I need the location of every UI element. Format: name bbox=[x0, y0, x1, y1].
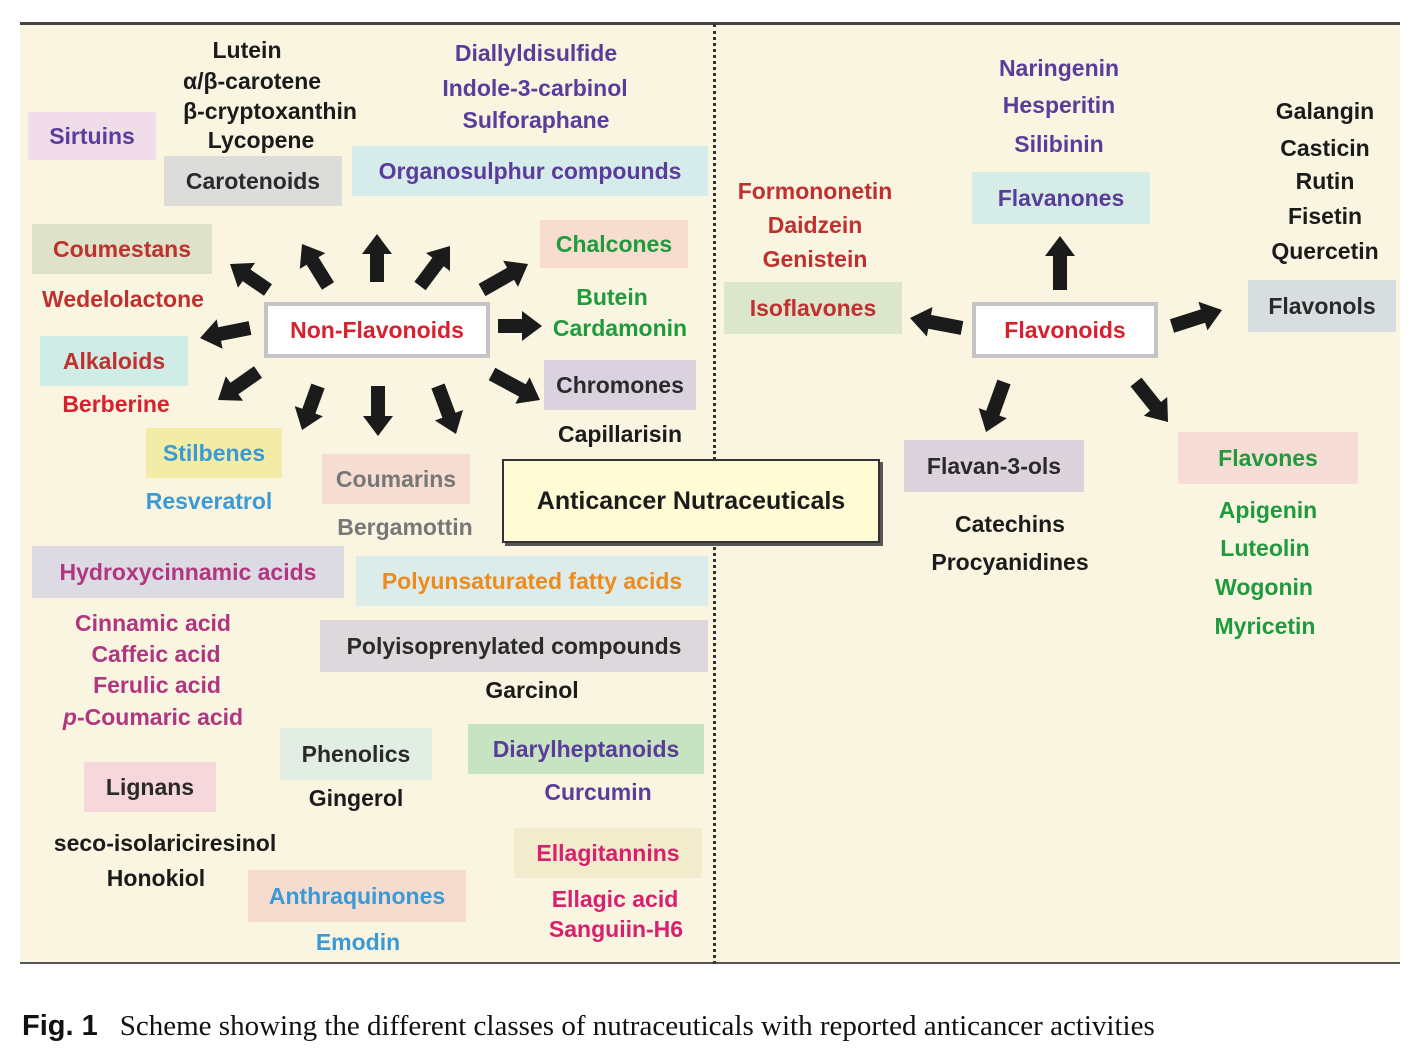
gingerol-label: Gingerol bbox=[308, 785, 404, 811]
chromones-box: Chromones bbox=[544, 360, 696, 410]
flavone-item-wogonin: Wogonin bbox=[1215, 574, 1313, 600]
arrow-to-coumarins bbox=[431, 383, 463, 434]
hydroxycinnamic-item-caffeic: Caffeic acid bbox=[91, 641, 221, 667]
arrow-to-coumestans bbox=[230, 262, 272, 296]
isoflavone-item-formononetin: Formononetin bbox=[737, 178, 893, 204]
isoflavone-item-genistein: Genistein bbox=[762, 246, 868, 272]
arrow-to-carotenoids bbox=[299, 244, 334, 290]
isoflavones-box: Isoflavones bbox=[724, 282, 902, 334]
sirtuins-box: Sirtuins bbox=[28, 112, 156, 160]
arrow-to-flavonols bbox=[1169, 301, 1222, 333]
polyunsaturated-fatty-acids-box: Polyunsaturated fatty acids bbox=[356, 556, 708, 606]
ellagitannin-item-sanguiin: Sanguiin-H6 bbox=[548, 916, 684, 942]
ellagitannin-item-ellagic: Ellagic acid bbox=[551, 886, 679, 912]
carotenoid-item-lycopene: Lycopene bbox=[207, 127, 315, 153]
flavone-item-myricetin: Myricetin bbox=[1214, 613, 1316, 639]
coumarins-box: Coumarins bbox=[322, 454, 470, 504]
flavan3ol-item-catechins: Catechins bbox=[955, 511, 1065, 537]
arrow-up bbox=[362, 234, 392, 282]
ellagitannins-box: Ellagitannins bbox=[514, 828, 702, 878]
arrow-down bbox=[363, 386, 393, 436]
wedelolactone-label: Wedelolactone bbox=[42, 286, 204, 312]
flavonol-item-fisetin: Fisetin bbox=[1287, 203, 1363, 229]
arrow-to-chalcones bbox=[478, 260, 528, 297]
flavan-3-ols-box: Flavan-3-ols bbox=[904, 440, 1084, 492]
organosulphur-box: Organosulphur compounds bbox=[352, 146, 708, 196]
flavanone-item-naringenin: Naringenin bbox=[998, 55, 1120, 81]
isoflavone-item-daidzein: Daidzein bbox=[767, 212, 863, 238]
flavonoids-hub: Flavonoids bbox=[972, 302, 1158, 358]
arrow-to-alkaloids bbox=[218, 366, 262, 401]
chalcone-item-cardamonin: Cardamonin bbox=[552, 315, 688, 341]
arrow-to-flavones bbox=[1130, 377, 1168, 422]
alkaloids-box: Alkaloids bbox=[40, 336, 188, 386]
figure-caption: Fig. 1 Scheme showing the different class… bbox=[22, 1010, 1155, 1043]
carotenoid-item-carotene: α/β-carotene bbox=[182, 68, 322, 94]
flavonol-item-casticin: Casticin bbox=[1280, 135, 1370, 161]
flavonol-item-galangin: Galangin bbox=[1275, 98, 1375, 124]
hydroxycinnamic-acids-box: Hydroxycinnamic acids bbox=[32, 546, 344, 598]
flavonols-box: Flavonols bbox=[1248, 280, 1396, 332]
flavan3ol-item-procyanidines: Procyanidines bbox=[931, 549, 1089, 575]
lignans-box: Lignans bbox=[84, 762, 216, 812]
caption-text: Scheme showing the different classes of … bbox=[119, 1010, 1155, 1042]
anticancer-nutraceuticals-box: Anticancer Nutraceuticals bbox=[502, 459, 880, 543]
hydroxycinnamic-item-cinnamic: Cinnamic acid bbox=[75, 610, 231, 636]
garcinol-label: Garcinol bbox=[485, 677, 579, 703]
arrow-to-flavanones bbox=[1045, 236, 1075, 290]
bergamottin-label: Bergamottin bbox=[337, 514, 473, 540]
hydroxycinnamic-item-p-coumaric: p-Coumaric acid bbox=[63, 703, 243, 731]
flavanone-item-silibinin: Silibinin bbox=[1014, 131, 1104, 157]
arrow-to-chromones bbox=[488, 367, 540, 404]
organosulphur-item-diallyldisulfide: Diallyldisulfide bbox=[454, 40, 618, 66]
flavanones-box: Flavanones bbox=[972, 172, 1150, 224]
berberine-label: Berberine bbox=[62, 391, 170, 417]
chalcone-item-butein: Butein bbox=[576, 284, 648, 310]
caption-label: Fig. 1 bbox=[22, 1010, 98, 1042]
flavanone-item-hesperitin: Hesperitin bbox=[1002, 92, 1116, 118]
emodin-label: Emodin bbox=[315, 929, 401, 955]
non-flavonoids-hub: Non-Flavonoids bbox=[264, 302, 490, 358]
flavonol-item-rutin: Rutin bbox=[1295, 168, 1355, 194]
flavone-item-apigenin: Apigenin bbox=[1218, 497, 1318, 523]
lignan-item-secoisolariciresinol: seco-isolariciresinol bbox=[53, 830, 277, 856]
flavones-box: Flavones bbox=[1178, 432, 1358, 484]
anthraquinones-box: Anthraquinones bbox=[248, 870, 466, 922]
phenolics-box: Phenolics bbox=[280, 728, 432, 780]
stilbenes-box: Stilbenes bbox=[146, 428, 282, 478]
arrow-to-chalcone-list bbox=[498, 311, 542, 341]
arrow-to-stilbenes bbox=[294, 383, 325, 430]
polyisoprenylated-compounds-box: Polyisoprenylated compounds bbox=[320, 620, 708, 672]
organosulphur-item-sulforaphane: Sulforaphane bbox=[462, 107, 610, 133]
arrow-to-wedelolactone bbox=[200, 319, 252, 349]
diarylheptanoids-box: Diarylheptanoids bbox=[468, 724, 704, 774]
arrow-to-flavan-3-ols bbox=[978, 379, 1011, 432]
p-prefix: p bbox=[62, 704, 77, 730]
carotenoids-box: Carotenoids bbox=[164, 156, 342, 206]
capillarisin-label: Capillarisin bbox=[558, 421, 682, 447]
chalcones-box: Chalcones bbox=[540, 220, 688, 268]
hydroxycinnamic-item-ferulic: Ferulic acid bbox=[93, 672, 221, 698]
resveratrol-label: Resveratrol bbox=[145, 488, 273, 514]
flavonol-item-quercetin: Quercetin bbox=[1271, 238, 1379, 264]
carotenoid-item-cryptoxanthin: β-cryptoxanthin bbox=[183, 98, 357, 124]
organosulphur-item-indole: Indole-3-carbinol bbox=[442, 75, 628, 101]
arrow-to-organosulphur bbox=[414, 246, 450, 291]
carotenoid-item-lutein: Lutein bbox=[212, 37, 282, 63]
flavone-item-luteolin: Luteolin bbox=[1220, 535, 1310, 561]
arrow-to-isoflavones bbox=[910, 307, 964, 337]
coumestans-box: Coumestans bbox=[32, 224, 212, 274]
curcumin-label: Curcumin bbox=[544, 779, 652, 805]
coumaric-rest: -Coumaric acid bbox=[76, 704, 244, 730]
lignan-item-honokiol: Honokiol bbox=[106, 865, 206, 891]
